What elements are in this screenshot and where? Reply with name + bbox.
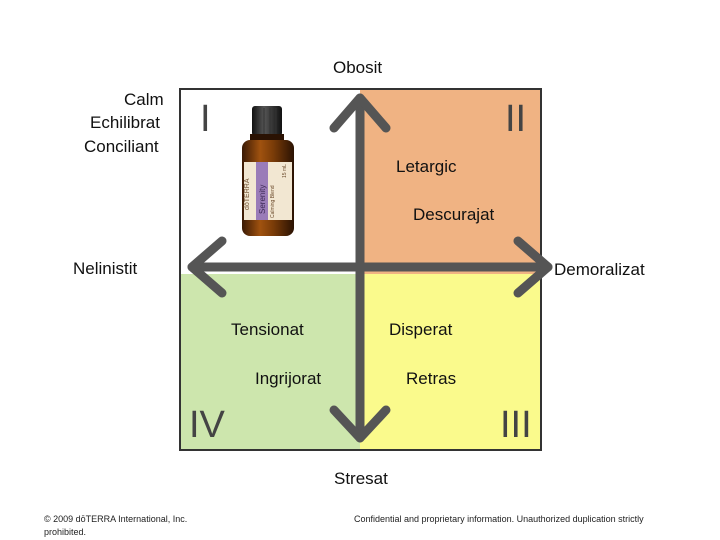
quadrant-word-disperat: Disperat [389,320,453,339]
quadrant-word-descurajat: Descurajat [413,205,495,224]
axis-label-right: Demoralizat [554,260,645,279]
bottle-cap-shape [252,106,282,136]
left-word-1: Calm [124,90,164,109]
axis-label-bottom: Stresat [334,469,388,488]
quadrant-word-tensionat: Tensionat [231,320,304,339]
footer-copyright-line-1: © 2009 dōTERRA International, Inc. [44,514,188,524]
axis-label-left: Nelinistit [73,259,138,278]
footer-confidential-notice: Confidential and proprietary information… [354,514,644,524]
quadrant-numeral-I: I [200,98,211,140]
footer-copyright-line-2: prohibited. [44,527,87,537]
arrow-up-head [329,93,391,133]
arrow-down-head [329,405,391,443]
left-word-3: Conciliant [84,137,159,156]
quadrant-top-right [360,89,541,274]
arrow-right-head [513,236,553,298]
arrow-left-head [187,236,227,298]
axis-label-top: Obosit [333,58,383,77]
quadrant-word-ingrijorat: Ingrijorat [255,369,322,388]
footer-copyright: © 2009 dōTERRA International, Inc. prohi… [44,513,187,539]
quadrant-bottom-right [360,274,541,450]
quadrant-word-letargic: Letargic [396,157,457,176]
quadrant-numeral-IV: IV [189,404,225,446]
quadrant-bottom-left [180,274,360,450]
left-word-2: Echilibrat [90,113,160,132]
serenity-bottle-image [242,106,294,236]
quadrant-numeral-III: III [500,404,532,446]
bottle-label-stripe [256,162,268,220]
quadrant-word-retras: Retras [406,369,457,388]
quadrant-numeral-II: II [505,98,527,140]
